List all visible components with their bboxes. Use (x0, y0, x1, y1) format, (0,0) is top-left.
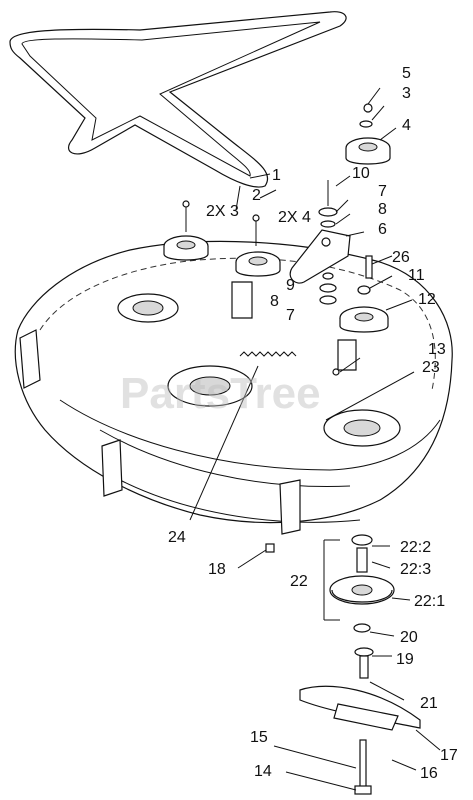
pivot-bolt-stack (318, 180, 338, 228)
callout-22-2: 22:2 (400, 539, 431, 556)
upper-idler-pulley (345, 103, 391, 165)
idler-bolt (365, 255, 373, 279)
idler-arm (289, 229, 351, 284)
callout-22-3: 22:3 (400, 561, 431, 578)
callout-26: 26 (392, 249, 410, 266)
drive-belt (9, 11, 347, 188)
callout-11: 11 (408, 267, 425, 284)
callout-24: 24 (168, 529, 186, 546)
left-spindle-opening (117, 293, 179, 323)
spindle-assembly (329, 534, 395, 679)
callout-16: 16 (420, 765, 438, 782)
callout-14: 14 (254, 763, 272, 780)
callout-2x4: 2X 4 (278, 209, 311, 226)
tension-spring (239, 351, 297, 357)
mower-blade (299, 685, 421, 731)
callout-4: 4 (402, 117, 411, 134)
leader-lines (189, 87, 441, 791)
callout-21: 21 (420, 695, 438, 712)
callout-2: 2 (252, 187, 261, 204)
callout-20: 20 (400, 629, 418, 646)
callout-19: 19 (396, 651, 414, 668)
center-spindle-opening (167, 365, 253, 407)
callout-22-1: 22:1 (414, 593, 445, 610)
callout-17: 17 (440, 747, 458, 764)
callout-7a: 7 (378, 183, 387, 200)
right-spindle-opening (323, 409, 401, 447)
callout-3: 3 (402, 85, 411, 102)
callout-2x3: 2X 3 (206, 203, 239, 220)
callout-1: 1 (272, 167, 281, 184)
callout-12: 12 (418, 291, 436, 308)
deck-nut (265, 543, 275, 553)
callout-5: 5 (402, 65, 411, 82)
callout-18: 18 (208, 561, 226, 578)
callout-9: 9 (286, 277, 295, 294)
deck-brackets (19, 281, 357, 535)
spacer-and-pulley (339, 285, 389, 333)
callout-22: 22 (290, 573, 308, 590)
callout-7b: 7 (286, 307, 295, 324)
callout-15: 15 (250, 729, 268, 746)
callout-6: 6 (378, 221, 387, 238)
lower-washer-stack (319, 272, 337, 305)
callout-23: 23 (422, 359, 440, 376)
deck-screw (332, 368, 340, 376)
center-idler-pulley (235, 214, 281, 277)
callout-8a: 8 (378, 201, 387, 218)
watermark-text: PartsTree (120, 369, 321, 418)
callout-8b: 8 (270, 293, 279, 310)
left-idler-pulley (163, 200, 209, 261)
callout-10: 10 (352, 165, 370, 182)
blade-bolt (354, 739, 372, 795)
callout-13: 13 (428, 341, 446, 358)
